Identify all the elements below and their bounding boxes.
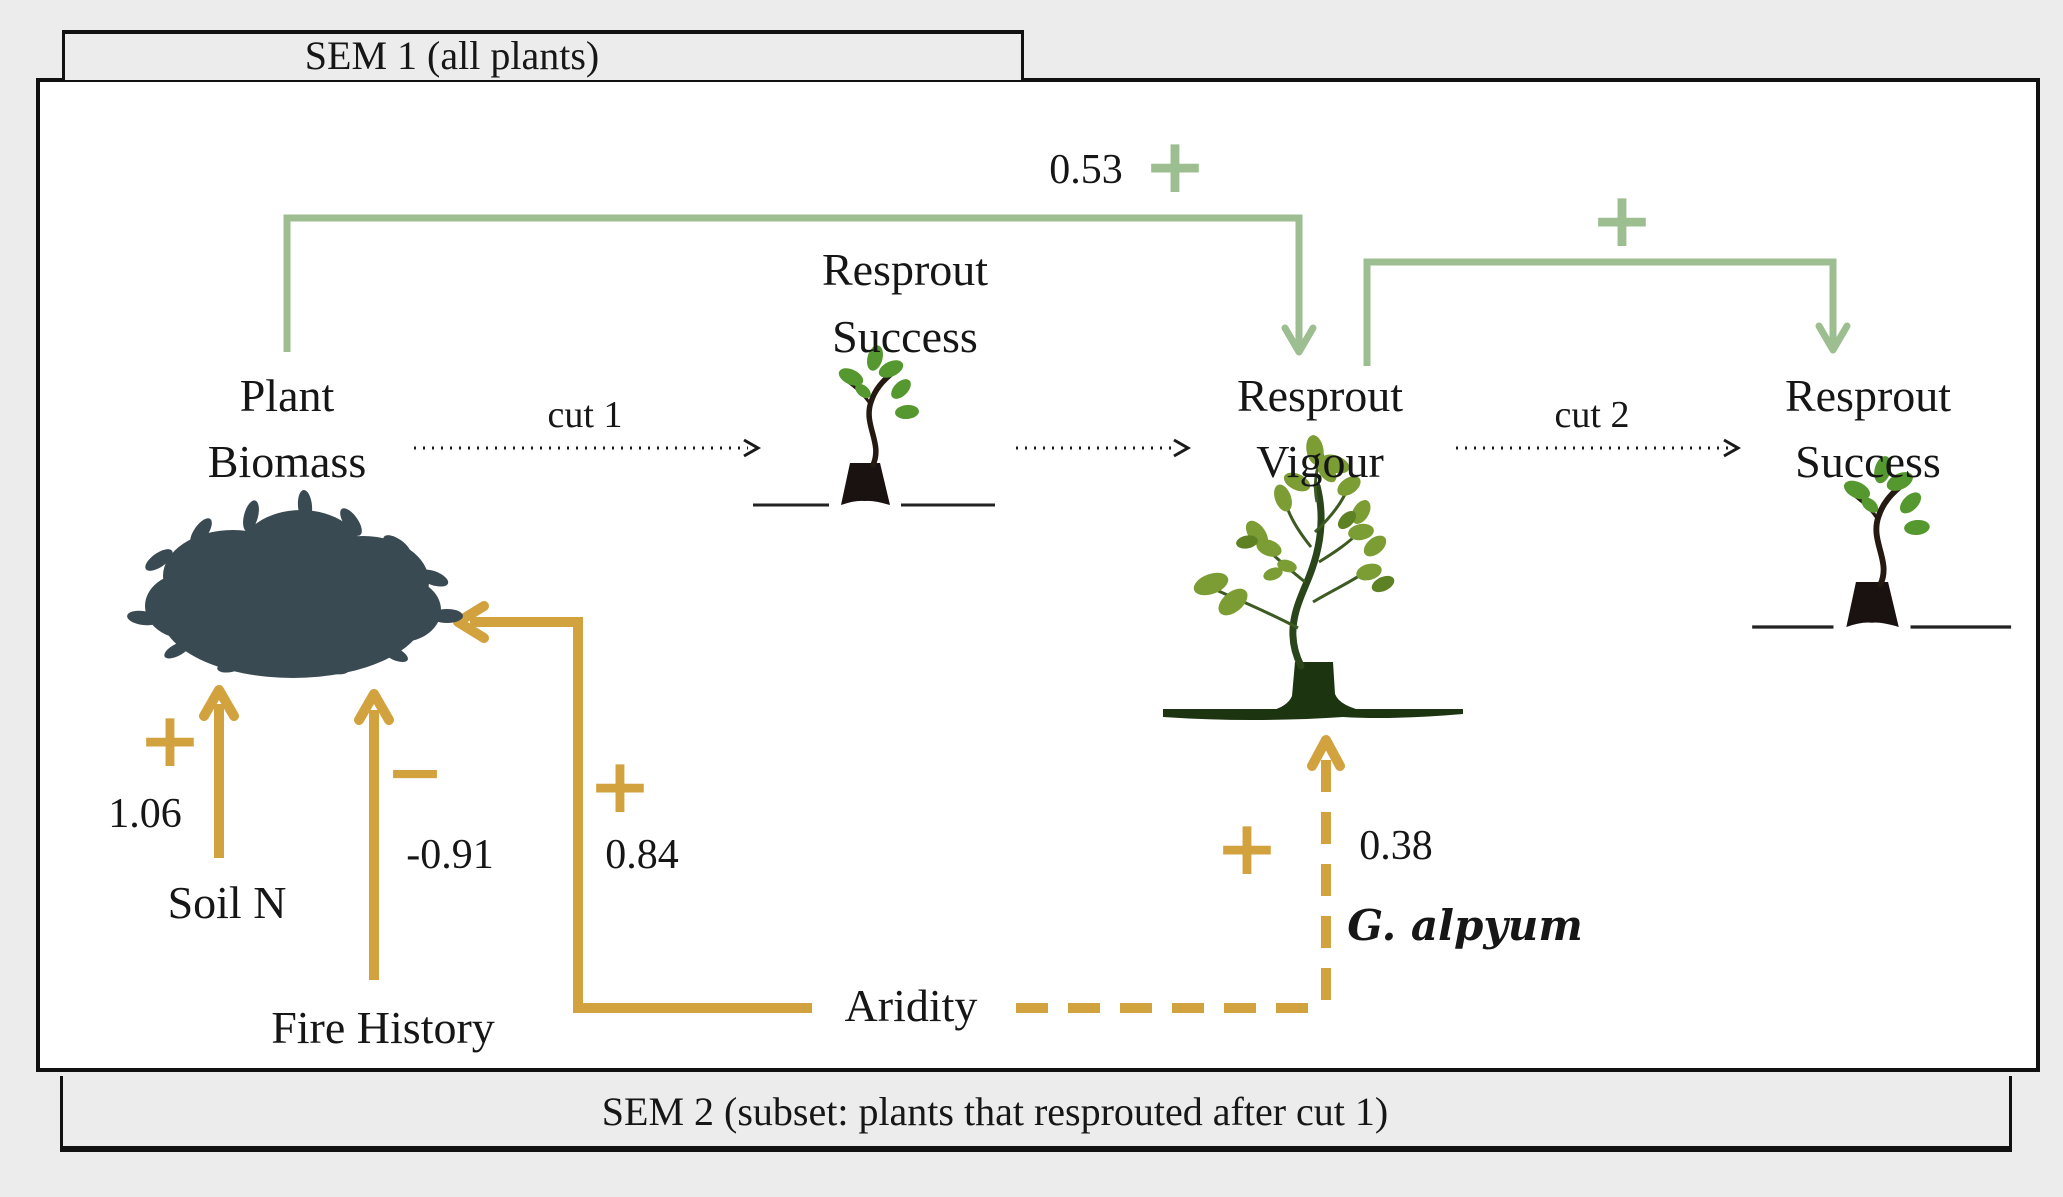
node-plant-biomass-line1: Plant	[239, 370, 335, 421]
coef-aridity-biomass: 0.84	[605, 832, 679, 878]
predictor-aridity: Aridity	[844, 980, 978, 1031]
node-resprout-vigour-line2: Vigour	[1256, 436, 1384, 487]
sem1-title: SEM 1 (all plants)	[304, 33, 600, 78]
gold-arrow-soiln	[199, 685, 239, 858]
node-resprout-success-mid-line1: Resprout	[821, 244, 989, 295]
coef-aridity-vigour: 0.38	[1359, 823, 1433, 869]
bush-icon	[127, 490, 463, 678]
gold-dashed-arrow-aridity-to-vigour	[1016, 735, 1345, 1013]
coef-biomass-vigour: 0.53	[1049, 147, 1123, 193]
node-plant-biomass-line2: Biomass	[207, 436, 367, 487]
stump-sapling-icon-mid	[753, 344, 995, 505]
plus-sign-aridity-vigour: +	[1215, 803, 1279, 892]
coef-fire: -0.91	[406, 832, 494, 878]
node-resprout-success-mid-line2: Success	[832, 311, 978, 362]
vigorous-resprout-icon	[1163, 435, 1463, 720]
sem2-label-box	[60, 1076, 2012, 1152]
dotted-arrow-success-to-vigour	[1016, 438, 1192, 458]
gold-arrow-fire	[354, 689, 394, 980]
coef-soiln: 1.06	[108, 791, 182, 837]
sem2-title: SEM 2 (subset: plants that resprouted af…	[601, 1089, 1389, 1134]
node-resprout-success-right-line2: Success	[1795, 436, 1941, 487]
cut2-label: cut 2	[1554, 394, 1630, 436]
plus-sign-vigour-success: +	[1590, 175, 1654, 264]
node-resprout-vigour-line1: Resprout	[1236, 370, 1404, 421]
minus-sign-fire: −	[385, 731, 445, 813]
dotted-arrow-cut2	[1456, 438, 1742, 458]
plus-sign-biomass-vigour: +	[1143, 121, 1207, 210]
node-resprout-success-right-line1: Resprout	[1784, 370, 1952, 421]
predictor-soil-n: Soil N	[167, 877, 287, 928]
species-note: G. alpyum	[1347, 901, 1583, 950]
plus-sign-aridity-biomass: +	[588, 741, 652, 830]
cut1-label: cut 1	[547, 394, 623, 436]
dotted-arrow-cut1	[414, 438, 762, 458]
predictor-fire-history: Fire History	[271, 1002, 495, 1053]
green-arrow-biomass-to-vigour	[283, 214, 1317, 356]
green-arrow-vigour-to-success	[1363, 258, 1851, 366]
plus-sign-soiln: +	[138, 695, 202, 784]
gold-arrow-aridity-to-biomass	[453, 601, 812, 1013]
sem1-label-box	[62, 30, 1024, 80]
